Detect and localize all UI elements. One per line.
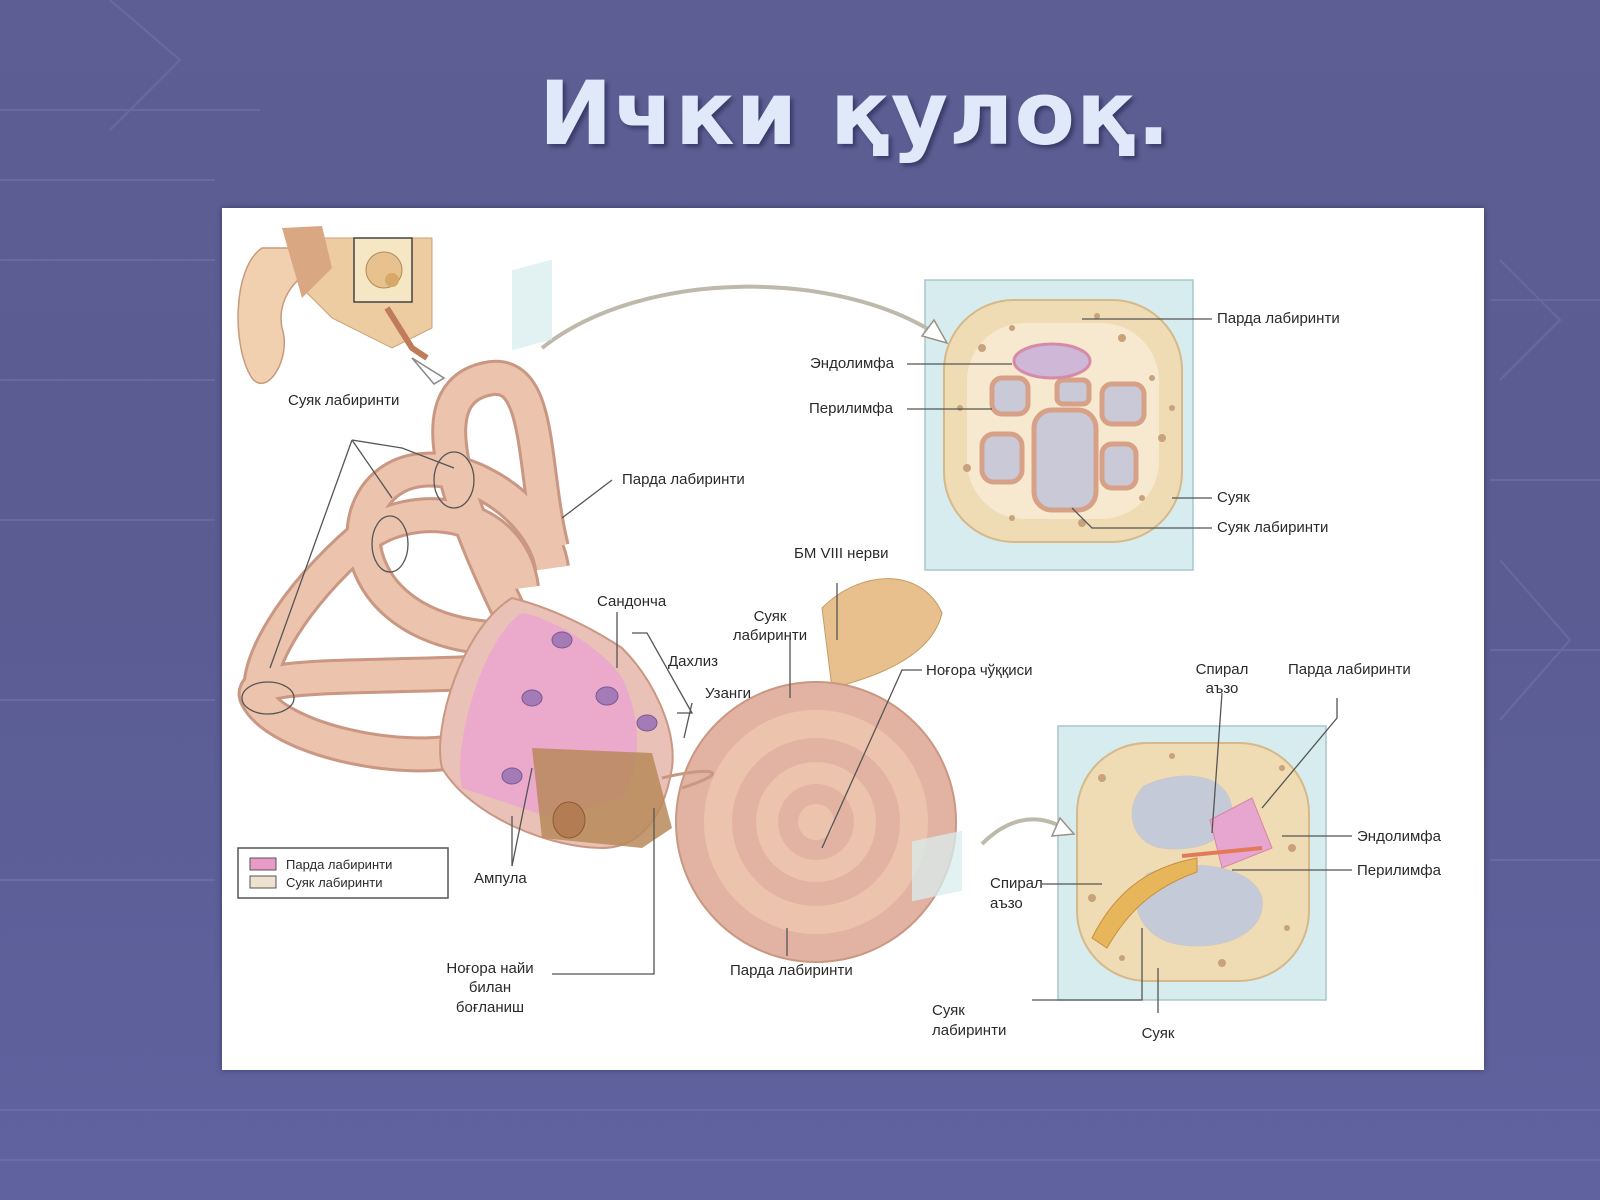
label-endolymph-br: Эндолимфа — [1357, 828, 1442, 845]
vestibule — [439, 596, 674, 850]
legend: Парда лабиринти Суяк лабиринти — [237, 847, 449, 899]
labels: Суяк лабиринти Парда лабиринти Эндолимфа… — [288, 310, 1442, 1042]
label-bony-labyrinth-br-1: Суяк — [932, 1002, 965, 1019]
label-membranous-labyrinth-br: Парда лабиринти — [1288, 661, 1411, 678]
label-duct-3: боғланиш — [456, 999, 524, 1016]
label-spiral-organ-low-1: Спирал — [990, 875, 1043, 892]
legend-swatch-membranous — [249, 857, 277, 871]
label-duct-2: билан — [469, 979, 511, 996]
legend-bony: Суяк лабиринти — [286, 875, 383, 890]
section-plane-top — [512, 259, 552, 351]
cochlea-cross-section — [1057, 725, 1327, 1001]
legend-swatch-bony — [249, 875, 277, 889]
label-bony-labyrinth-br-2: лабиринти — [932, 1022, 1006, 1039]
label-membranous-labyrinth-mid: Парда лабиринти — [622, 471, 745, 488]
label-bone-br: Суяк — [1142, 1025, 1175, 1042]
label-spiral-organ-top-1: Спирал — [1196, 661, 1249, 678]
label-spiral-organ-top-2: аъзо — [1206, 680, 1239, 697]
label-perilymph-br: Перилимфа — [1357, 862, 1442, 879]
outer-ear-inset — [237, 226, 446, 385]
label-ampulla: Ампула — [474, 870, 527, 887]
label-duct-1: Ноғора найи — [446, 960, 533, 977]
label-cochlea-apex: Ноғора чўққиси — [926, 662, 1033, 679]
arrow-head-top — [920, 318, 949, 345]
label-bony-labyrinth-top: Суяк лабиринти — [1217, 519, 1328, 536]
label-endolymph-top: Эндолимфа — [810, 355, 895, 372]
leader-lines — [241, 318, 1352, 1013]
legend-membranous: Парда лабиринти — [286, 857, 392, 872]
cochlea — [661, 578, 957, 963]
label-bone-top: Суяк — [1217, 489, 1250, 506]
label-stapes: Узанги — [705, 685, 751, 702]
inner-ear-diagram: Парда лабиринти Суяк лабиринти — [237, 226, 1442, 1042]
slide-title: Ички қулоқ. — [538, 62, 1172, 165]
semicircular-canals — [238, 359, 570, 773]
label-saccule: Сандонча — [597, 593, 667, 610]
label-nerve: БМ VIII нерви — [794, 545, 889, 562]
label-bony-labyrinth-cochlea-1: Суяк — [754, 608, 787, 625]
label-membranous-labyrinth-bottom: Парда лабиринти — [730, 962, 853, 979]
inner-ear-figure: Парда лабиринти Суяк лабиринти — [222, 208, 1484, 1070]
arrow-head-bottom — [1050, 816, 1076, 837]
label-bony-labyrinth-topleft: Суяк лабиринти — [288, 392, 399, 409]
label-perilymph-top: Перилимфа — [809, 400, 894, 417]
label-membranous-labyrinth-top: Парда лабиринти — [1217, 310, 1340, 327]
label-vestibule: Дахлиз — [668, 653, 718, 670]
label-spiral-organ-low-2: аъзо — [990, 895, 1023, 912]
section-plane-bottom — [912, 830, 962, 902]
semicircular-canal-cross-section — [924, 279, 1194, 571]
label-bony-labyrinth-cochlea-2: лабиринти — [733, 627, 807, 644]
